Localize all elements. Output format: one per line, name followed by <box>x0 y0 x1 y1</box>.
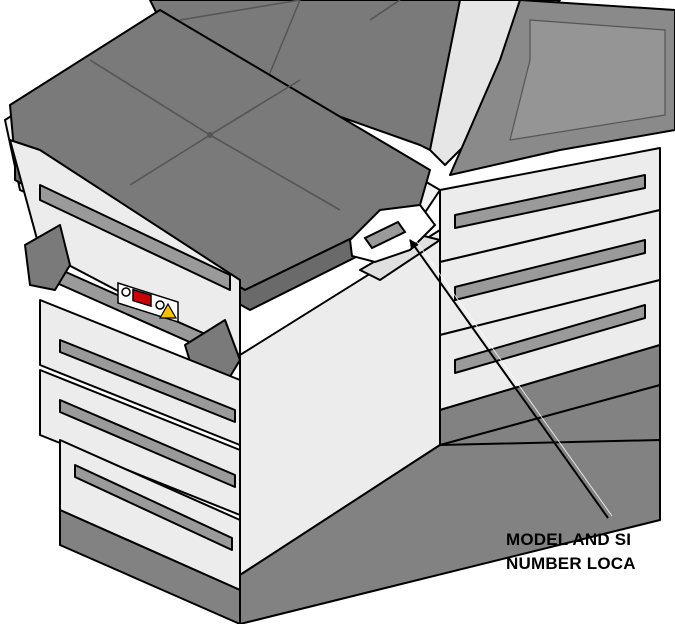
left-frame <box>9 139 241 386</box>
callout-line-1: MODEL AND SI <box>506 530 632 549</box>
right-drawer-stack <box>439 147 661 411</box>
callout-line-2: NUMBER LOCA <box>506 554 636 573</box>
left-drawer-stack <box>39 299 241 591</box>
backrest <box>149 0 675 176</box>
leader-arrow-outline <box>413 237 613 517</box>
warning-triangle-icon <box>158 302 178 319</box>
serial-plate-highlight <box>348 203 437 264</box>
table-base <box>59 344 661 624</box>
leader-arrow-icon <box>409 239 609 519</box>
callout-label: MODEL AND SI NUMBER LOCA <box>506 528 636 576</box>
